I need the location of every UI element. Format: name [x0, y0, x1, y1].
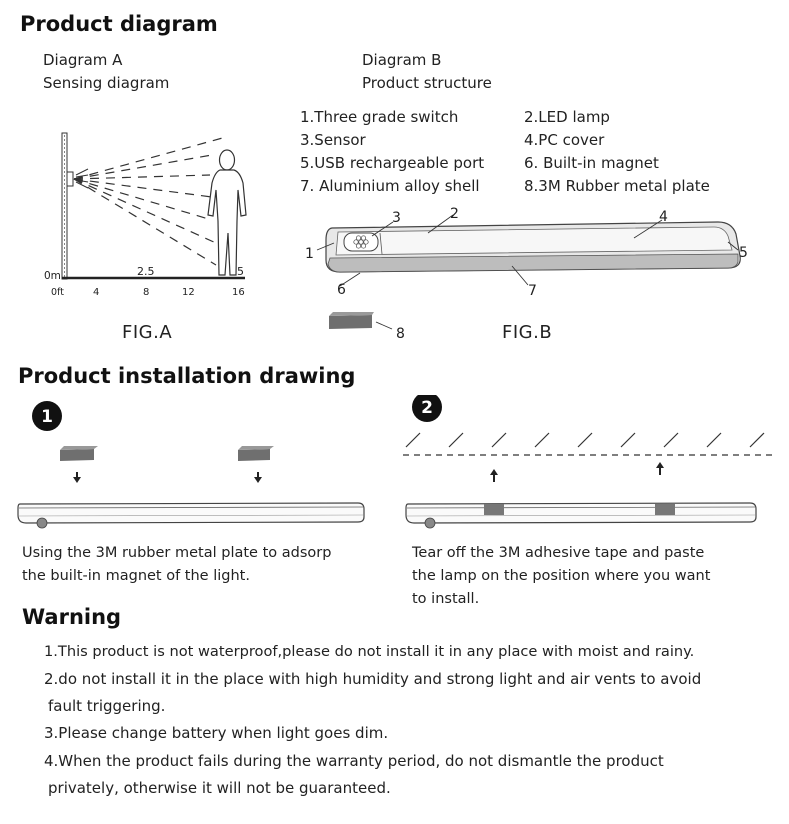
installation-step-2-drawing: 2: [403, 395, 773, 529]
warning-item: fault triggering.: [48, 697, 166, 715]
warning-item: 4.When the product fails during the warr…: [44, 752, 664, 770]
step-2-badge: [412, 395, 442, 422]
part-label: 8.3M Rubber metal plate: [524, 177, 710, 195]
metal-plate: [329, 315, 372, 329]
y-zero-label: 0m: [44, 270, 61, 282]
lamp-body: [325, 221, 741, 273]
metal-plate-right: [238, 446, 274, 461]
x-zero-label: 0ft: [51, 287, 64, 298]
step-2-text: to install.: [412, 591, 480, 607]
person-silhouette: [207, 149, 247, 276]
fig-a-label: FIG.A: [122, 322, 173, 343]
part-label: 5.USB rechargeable port: [300, 154, 485, 172]
diagram-b-subheading: Product structure: [362, 74, 492, 92]
installation-title: Product installation drawing: [18, 364, 356, 388]
m-mid-label: 2.5: [137, 265, 155, 278]
adhesive-tape: [484, 504, 504, 515]
fig-b-label: FIG.B: [502, 322, 553, 343]
callout-2: 2: [450, 206, 459, 222]
step-1-badge: [32, 401, 62, 431]
lamp-side-view: [17, 502, 365, 529]
warning-item: 2.do not install it in the place with hi…: [44, 670, 702, 688]
step-2-text: Tear off the 3M adhesive tape and paste: [412, 545, 705, 561]
lamp-side-view: [405, 502, 757, 529]
step-1-number: 1: [41, 407, 53, 427]
wall-shape: [61, 132, 68, 280]
sensing-diagram: 0m 2.5 5 0ft 4 8 12 16: [44, 132, 247, 298]
part-label: 1.Three grade switch: [300, 108, 459, 126]
m-end-label: 5: [237, 265, 244, 278]
step-2-number: 2: [421, 398, 433, 418]
part-label: 7. Aluminium alloy shell: [300, 177, 480, 195]
ft-tick-label: 8: [143, 287, 149, 298]
callout-6: 6: [337, 282, 346, 298]
callout-4: 4: [659, 209, 668, 225]
part-label: 6. Built-in magnet: [524, 154, 659, 172]
warning-item: 1.This product is not waterproof,please …: [44, 643, 695, 660]
warning-item: privately, otherwise it will not be guar…: [48, 779, 391, 797]
diagram-b-heading: Diagram B: [362, 51, 442, 69]
up-arrow-icon: [490, 469, 498, 482]
sensor-module: [343, 232, 379, 252]
diagram-a-subheading: Sensing diagram: [43, 74, 170, 92]
part-label: 2.LED lamp: [524, 108, 610, 126]
adhesive-tape: [655, 504, 675, 515]
ft-tick-label: 16: [232, 287, 245, 298]
warning-title: Warning: [22, 605, 122, 629]
warning-item: 3.Please change battery when light goes …: [44, 724, 389, 742]
sensor-device: [66, 171, 74, 187]
step-2-text: the lamp on the position where you want: [412, 568, 711, 584]
ft-tick-label: 4: [93, 287, 99, 298]
step-1-text: the built-in magnet of the light.: [22, 568, 250, 584]
down-arrow-icon: [254, 472, 262, 483]
down-arrow-icon: [73, 472, 81, 483]
product-diagram-title: Product diagram: [20, 12, 218, 36]
callout-7: 7: [528, 283, 537, 299]
ft-tick-label: 12: [182, 287, 195, 298]
callout-8: 8: [396, 326, 405, 340]
mounting-surface: [405, 432, 765, 448]
up-arrow-icon: [656, 462, 664, 475]
diagram-a-heading: Diagram A: [43, 51, 123, 69]
metal-plate-left: [60, 446, 98, 461]
installation-step-1-drawing: 1: [17, 401, 365, 529]
callout-5: 5: [739, 245, 748, 261]
sensing-rays: [73, 136, 227, 266]
callout-1: 1: [305, 246, 314, 262]
part-label: 4.PC cover: [524, 131, 605, 149]
product-structure-diagram: 1 2 3 4 5 6 7 8: [305, 206, 748, 340]
part-label: 3.Sensor: [300, 131, 366, 149]
callout-3: 3: [392, 210, 401, 226]
step-1-text: Using the 3M rubber metal plate to adsor…: [22, 545, 332, 561]
